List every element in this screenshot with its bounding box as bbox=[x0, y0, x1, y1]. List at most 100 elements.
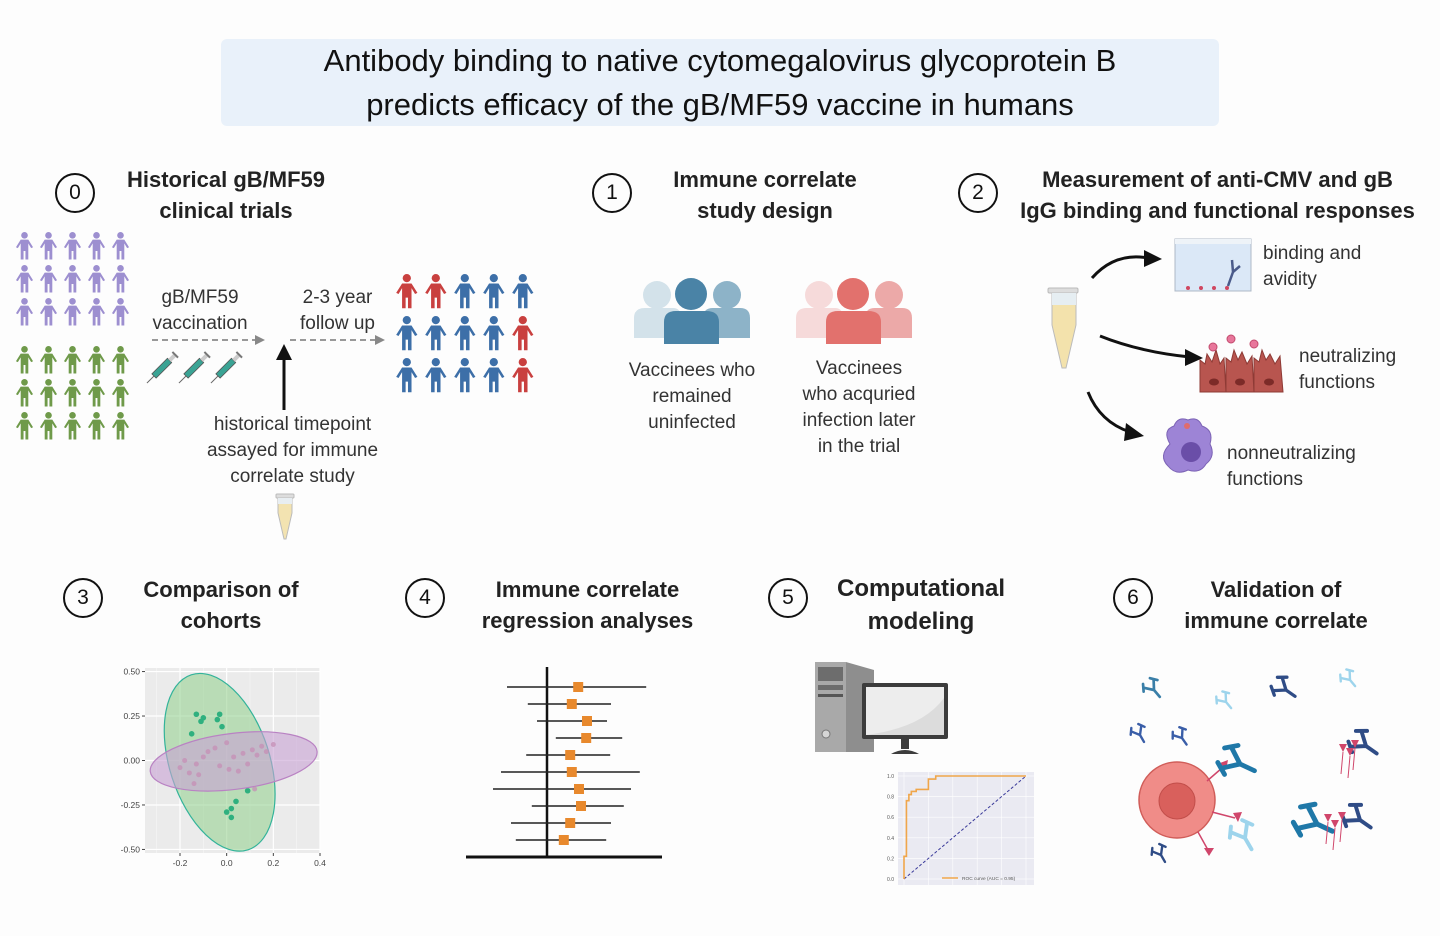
step-number: 4 bbox=[419, 586, 431, 609]
purple-cohort-point bbox=[196, 772, 202, 778]
step-number: 5 bbox=[782, 586, 794, 609]
purple-cohort-point bbox=[205, 749, 211, 755]
person-icon bbox=[15, 346, 34, 374]
person-icon-uninfected bbox=[483, 316, 505, 351]
step-number: 6 bbox=[1127, 586, 1139, 609]
person-icon-uninfected bbox=[454, 358, 476, 393]
label-line: 2-3 year bbox=[302, 287, 373, 308]
dashed-arrow-followup bbox=[290, 335, 385, 345]
person-icon bbox=[111, 346, 130, 374]
label-line: functions bbox=[1227, 469, 1304, 490]
step-1-badge: 1 bbox=[592, 173, 632, 213]
person-icon-uninfected bbox=[396, 316, 418, 351]
y-tick-label: -0.50 bbox=[121, 844, 141, 854]
y-tick-label: 0.0 bbox=[887, 877, 894, 883]
purple-cohort-point bbox=[259, 743, 265, 749]
antibody-icon bbox=[1215, 690, 1233, 710]
green-cohort-point bbox=[200, 715, 207, 721]
estimate-marker bbox=[573, 682, 584, 692]
label-line: gB/MF59 bbox=[161, 287, 239, 308]
phagocyte-cell-icon bbox=[1163, 418, 1213, 473]
purple-cohort-point bbox=[231, 754, 237, 760]
green-cohort-point bbox=[228, 805, 235, 812]
chance-line bbox=[903, 775, 1027, 880]
y-tick-label: -0.25 bbox=[121, 800, 141, 810]
label-line: who acquried bbox=[802, 384, 916, 405]
monitor-icon bbox=[862, 683, 948, 754]
label-line: remained bbox=[652, 386, 732, 407]
person-icon bbox=[63, 265, 82, 293]
forest-plot bbox=[466, 667, 662, 859]
computer-icon bbox=[815, 662, 948, 754]
step-number: 3 bbox=[77, 586, 89, 609]
purple-cohort-ellipse bbox=[149, 731, 318, 792]
purple-cohort-point bbox=[182, 758, 188, 763]
elisa-well-icon bbox=[1174, 238, 1252, 292]
title-line: Computational bbox=[837, 575, 1005, 602]
label-line: correlate study bbox=[230, 466, 355, 487]
person-icon-uninfected bbox=[425, 358, 447, 393]
estimate-marker bbox=[576, 801, 586, 811]
title-line-1: Antibody binding to native cytomegalovir… bbox=[323, 42, 1117, 78]
label-line: Vaccinees bbox=[815, 358, 903, 379]
person-icon bbox=[87, 379, 106, 407]
antibody-icon bbox=[1340, 802, 1373, 830]
step-4-title: Immune correlate regression analyses bbox=[465, 574, 710, 636]
step-number: 2 bbox=[972, 181, 984, 204]
neutralizing-label: neutralizing functions bbox=[1299, 344, 1439, 396]
antibody-icon bbox=[1141, 676, 1162, 699]
purple-cohort-point bbox=[212, 745, 218, 751]
label-line: vaccination bbox=[152, 313, 248, 334]
green-cohort-point bbox=[188, 731, 195, 737]
step-0-badge: 0 bbox=[55, 173, 95, 213]
person-icon bbox=[15, 379, 34, 407]
green-cohort-point bbox=[223, 809, 230, 815]
purple-cohort-point bbox=[270, 741, 276, 747]
vaccination-label: gB/MF59 vaccination bbox=[140, 285, 260, 337]
label-line: uninfected bbox=[648, 412, 736, 433]
title-line: Immune correlate bbox=[673, 167, 857, 192]
y-tick-label: 0.50 bbox=[123, 667, 140, 677]
purple-cohort-point bbox=[186, 770, 192, 776]
purple-cohort-point bbox=[254, 752, 260, 758]
glycoprotein-icon bbox=[1324, 814, 1332, 845]
purple-cohort-point bbox=[249, 747, 255, 753]
step-0-title: Historical gB/MF59 clinical trials bbox=[96, 164, 356, 226]
step-5-badge: 5 bbox=[768, 578, 808, 618]
title-line: regression analyses bbox=[481, 608, 694, 633]
legend-label: ROC curve (AUC = 0.95) bbox=[962, 876, 1016, 882]
y-tick-label: 0.8 bbox=[887, 795, 894, 801]
step-2-title: Measurement of anti-CMV and gB IgG bindi… bbox=[1005, 164, 1430, 226]
person-icon-uninfected bbox=[483, 274, 505, 309]
glycoprotein-icon bbox=[1351, 740, 1359, 771]
timeline-arrows bbox=[146, 335, 385, 410]
antibody-icon bbox=[1171, 725, 1188, 746]
step-number: 1 bbox=[606, 181, 618, 204]
step-1-title: Immune correlate study design bbox=[640, 164, 890, 226]
title-line: Immune correlate bbox=[495, 577, 680, 602]
estimate-marker bbox=[565, 750, 576, 760]
y-tick-label: 0.00 bbox=[123, 756, 140, 766]
estimate-marker bbox=[574, 784, 584, 794]
person-icon bbox=[15, 412, 34, 440]
glycoprotein-icon bbox=[1338, 812, 1346, 843]
person-icon bbox=[63, 346, 82, 374]
estimate-marker bbox=[558, 835, 569, 845]
person-icon-infected bbox=[425, 274, 447, 309]
antibody-icon bbox=[1339, 668, 1357, 688]
green-cohort-point bbox=[216, 711, 223, 718]
binding-avidity-label: binding and avidity bbox=[1263, 241, 1423, 293]
person-icon bbox=[87, 298, 106, 326]
target-cell-icon bbox=[1138, 760, 1242, 856]
purple-cohort-point bbox=[263, 749, 269, 755]
figure-title: Antibody binding to native cytomegalovir… bbox=[221, 39, 1219, 126]
uninfected-group-label: Vaccinees who remained uninfected bbox=[612, 358, 772, 436]
person-icon bbox=[39, 379, 58, 407]
followup-label: 2-3 year follow up bbox=[280, 285, 395, 337]
purple-cohort-point bbox=[217, 763, 223, 769]
purple-cohort-point bbox=[177, 765, 183, 771]
person-icon bbox=[63, 379, 82, 407]
x-tick-label: 0.4 bbox=[314, 858, 326, 868]
person-icon bbox=[15, 298, 34, 326]
